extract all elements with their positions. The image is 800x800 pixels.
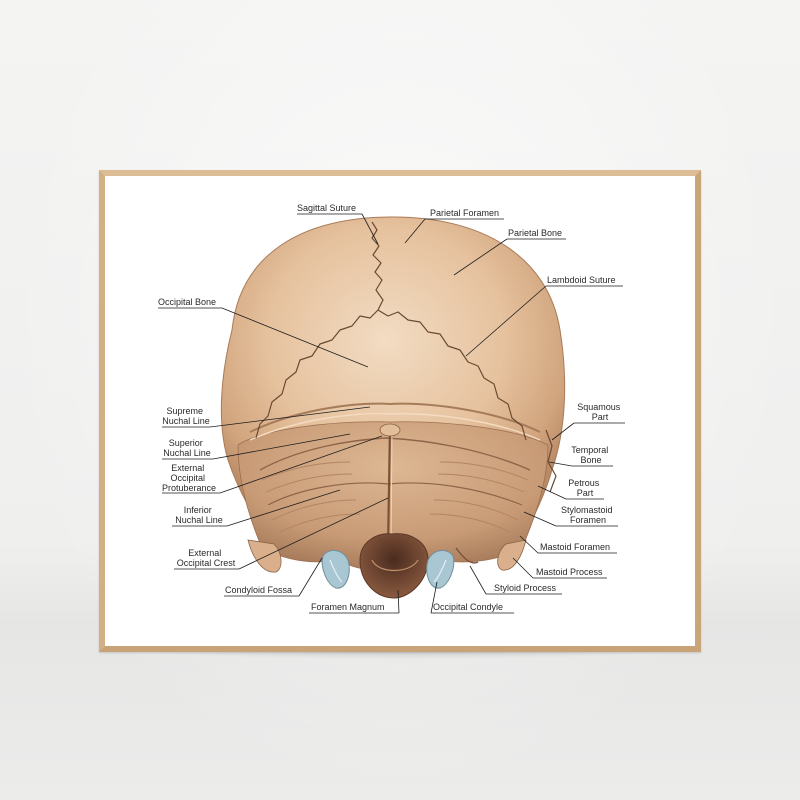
label-superior-nuchal-line: Superior Nuchal Line (163, 438, 211, 458)
label-squamous-part: Squamous Part (577, 402, 623, 422)
label-lambdoid-suture: Lambdoid Suture (547, 275, 616, 285)
cranium (220, 216, 566, 572)
label-parietal-bone: Parietal Bone (508, 228, 562, 238)
label-styloid-process: Styloid Process (494, 583, 557, 593)
label-stylomastoid-foramen: Stylomastoid Foramen (561, 505, 615, 525)
label-occipital-condyle: Occipital Condyle (433, 602, 503, 612)
label-parietal-foramen: Parietal Foramen (430, 208, 499, 218)
label-condyloid-fossa: Condyloid Fossa (225, 585, 292, 595)
label-occipital-bone: Occipital Bone (158, 297, 216, 307)
label-foramen-magnum: Foramen Magnum (311, 602, 385, 612)
mastoid-processes (247, 539, 527, 573)
sutures (255, 221, 557, 493)
label-petrous-part: Petrous Part (568, 478, 602, 498)
label-mastoid-process: Mastoid Process (536, 567, 603, 577)
label-external-occipital-protuberance: External Occipital Protuberance (162, 463, 216, 493)
foramen-magnum-region (321, 533, 455, 599)
label-sagittal-suture: Sagittal Suture (297, 203, 356, 213)
label-inferior-nuchal-line: Inferior Nuchal Line (175, 505, 223, 525)
label-temporal-bone: Temporal Bone (571, 445, 611, 465)
labels: Sagittal Suture Parietal Foramen Parieta… (158, 203, 623, 612)
label-external-occipital-crest: External Occipital Crest (177, 548, 236, 568)
label-supreme-nuchal-line: Supreme Nuchal Line (162, 406, 210, 426)
leader-lines (158, 213, 625, 614)
label-mastoid-foramen: Mastoid Foramen (540, 542, 610, 552)
